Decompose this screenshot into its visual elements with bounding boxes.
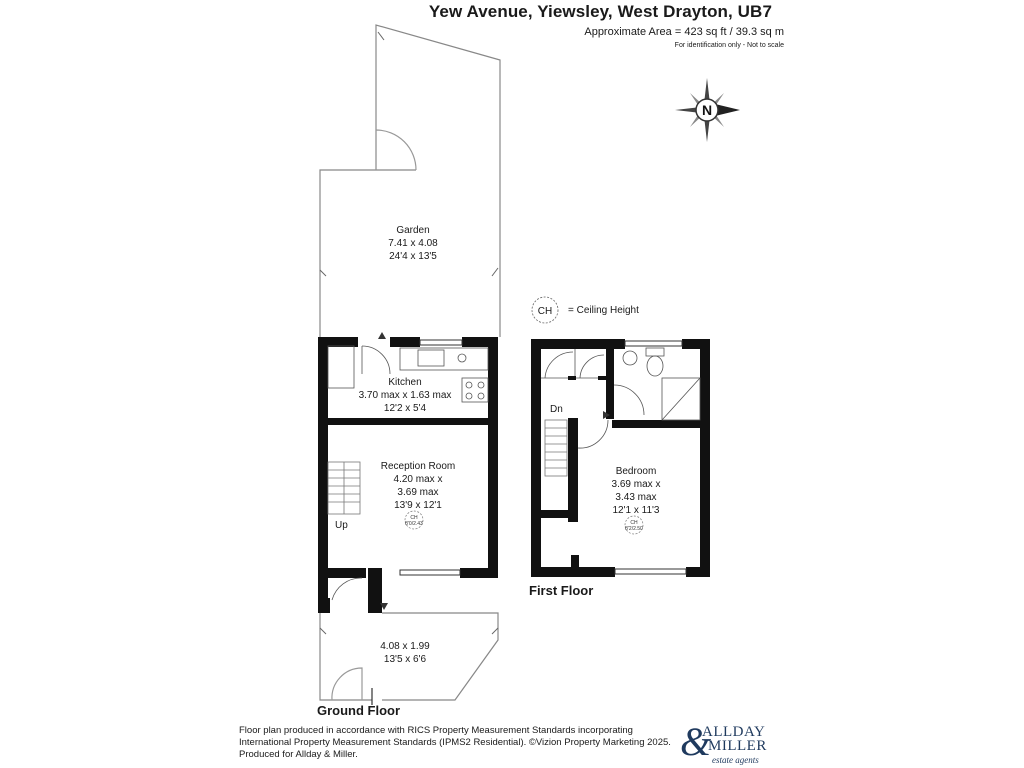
scale-disclaimer: For identification only - Not to scale — [674, 42, 784, 49]
first-stairs-label: Dn — [550, 404, 563, 415]
garden-name: Garden — [396, 225, 429, 236]
bedroom-window — [614, 568, 687, 575]
kitchen-door-arrow — [378, 332, 386, 339]
reception-imperial: 13'9 x 12'1 — [394, 500, 442, 511]
garden-metric: 7.41 x 4.08 — [388, 238, 438, 249]
kitchen-imperial: 12'2 x 5'4 — [384, 403, 427, 414]
landing-cupboards — [541, 349, 606, 379]
porch-arrow — [380, 603, 388, 610]
logo-line-2: MILLER — [708, 738, 767, 754]
first-floor-walls — [531, 339, 710, 577]
ground-stairs-label: Up — [335, 520, 348, 531]
footer-line-1: Floor plan produced in accordance with R… — [239, 725, 633, 736]
reception-metric-1: 4.20 max x — [394, 474, 443, 485]
front-garden-imperial: 13'5 x 6'6 — [384, 654, 427, 665]
logo-line-3: estate agents — [712, 755, 759, 765]
landing-ticks — [568, 376, 606, 380]
ground-floor-walls — [318, 337, 498, 613]
reception-ch-marker — [404, 510, 424, 530]
logo-ampersand: & — [680, 719, 712, 764]
bedroom-imperial: 12'1 x 11'3 — [612, 505, 659, 516]
logo-line-1: ALLDAY — [702, 724, 766, 740]
bathroom-window — [624, 340, 683, 347]
bedroom-metric-1: 3.69 max x — [612, 479, 661, 490]
ground-stairs — [327, 461, 361, 515]
first-floor-stairs — [544, 419, 568, 477]
ground-floor-label: Ground Floor — [317, 703, 401, 718]
front-garden-ticks — [319, 627, 499, 635]
approximate-area: Approximate Area = 423 sq ft / 39.3 sq m — [584, 26, 784, 38]
footer-notice: Floor plan produced in accordance with R… — [239, 725, 679, 761]
bedroom-metric-2: 3.43 max — [615, 492, 656, 503]
first-floor-label: First Floor — [529, 583, 594, 598]
reception-window — [399, 569, 461, 576]
front-garden-outline — [319, 612, 499, 705]
garden-imperial: 24'4 x 13'5 — [389, 251, 437, 262]
reception-ch-symbol: CH — [410, 515, 418, 521]
landing-arrow — [603, 411, 610, 419]
reception-ch-value: 8'0/2.43 — [405, 521, 423, 527]
bedroom-name: Bedroom — [616, 466, 657, 477]
front-door — [331, 577, 363, 601]
bedroom-ch-symbol: CH — [630, 520, 638, 526]
garden-outline — [319, 24, 501, 337]
compass-north-label: N — [702, 102, 712, 118]
bedroom-door — [577, 419, 609, 449]
bedroom-ch-value: 8'2/2.50 — [625, 526, 643, 532]
reception-metric-2: 3.69 max — [397, 487, 438, 498]
kitchen-name: Kitchen — [388, 377, 421, 388]
footer-line-2: International Property Measurement Stand… — [239, 737, 671, 748]
front-garden-metric: 4.08 x 1.99 — [380, 641, 430, 652]
ch-legend-symbol: CH — [538, 306, 552, 317]
kitchen-window — [419, 339, 463, 346]
bathroom-fittings — [613, 347, 701, 421]
garden-ticks — [319, 31, 499, 277]
bedroom-ch-marker — [624, 515, 644, 535]
ch-legend-meaning: = Ceiling Height — [568, 305, 639, 316]
footer-line-3: Produced for Allday & Miller. — [239, 749, 358, 760]
reception-name: Reception Room — [381, 461, 455, 472]
property-address: Yew Avenue, Yiewsley, West Drayton, UB7 — [428, 2, 772, 21]
kitchen-metric: 3.70 max x 1.63 max — [359, 390, 452, 401]
compass-icon: N — [675, 78, 740, 142]
kitchen-fittings — [327, 345, 489, 403]
ch-legend: CH = Ceiling Height — [531, 296, 639, 324]
allday-miller-logo: & ALLDAY MILLER estate agents — [680, 719, 780, 766]
